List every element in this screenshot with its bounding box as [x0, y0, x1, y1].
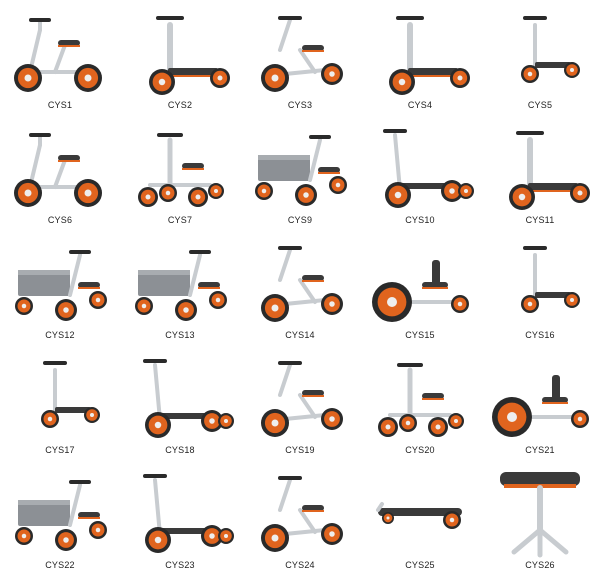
product-image [492, 375, 589, 437]
product-label: CYS22 [45, 560, 75, 570]
product-tile: CYS14 [240, 230, 360, 345]
product-tile: CYS4 [360, 0, 480, 115]
product-tile: CYS2 [120, 0, 240, 115]
product-tile: CYS24 [240, 460, 360, 575]
product-image [138, 133, 224, 207]
product-label: CYS11 [525, 215, 555, 225]
product-image [14, 18, 102, 92]
product-tile: CYS20 [360, 345, 480, 460]
product-image [135, 250, 227, 321]
product-image [15, 250, 107, 321]
product-label: CYS13 [165, 330, 195, 340]
product-label: CYS21 [525, 445, 555, 455]
product-tile: CYS19 [240, 345, 360, 460]
product-image [521, 246, 580, 313]
product-tile: CYS10 [360, 115, 480, 230]
product-label: CYS24 [285, 560, 315, 570]
product-label: CYS15 [405, 330, 435, 340]
product-tile: CYS11 [480, 115, 600, 230]
product-image [15, 480, 107, 551]
product-tile: CYS6 [0, 115, 120, 230]
product-label: CYS1 [47, 100, 73, 110]
product-label: CYS20 [405, 445, 435, 455]
product-label: CYS3 [287, 100, 313, 110]
product-image [261, 16, 343, 92]
product-tile: CYS13 [120, 230, 240, 345]
product-image [261, 246, 343, 322]
product-tile: CYS23 [120, 460, 240, 575]
product-tile: CYS26 [480, 460, 600, 575]
product-image [143, 359, 234, 438]
product-image [521, 16, 580, 83]
product-label: CYS19 [285, 445, 315, 455]
product-label: CYS26 [525, 560, 555, 570]
product-image [143, 474, 234, 553]
product-image [255, 135, 347, 206]
product-image [41, 361, 100, 428]
product-label: CYS7 [167, 215, 193, 225]
product-tile: CYS7 [120, 115, 240, 230]
product-tile: CYS22 [0, 460, 120, 575]
product-tile: CYS15 [360, 230, 480, 345]
product-label: CYS10 [405, 215, 435, 225]
product-image [389, 16, 470, 95]
product-tile: CYS12 [0, 230, 120, 345]
product-label: CYS18 [165, 445, 195, 455]
product-label: CYS23 [165, 560, 195, 570]
product-label: CYS12 [45, 330, 75, 340]
product-label: CYS17 [45, 445, 75, 455]
product-tile: CYS18 [120, 345, 240, 460]
product-image [509, 131, 590, 210]
product-label: CYS25 [405, 560, 435, 570]
product-image [378, 363, 464, 437]
product-tile: CYS5 [480, 0, 600, 115]
product-label: CYS16 [525, 330, 555, 340]
product-tile: CYS17 [0, 345, 120, 460]
product-label: CYS14 [285, 330, 315, 340]
product-image [149, 16, 230, 95]
product-label: CYS9 [287, 215, 313, 225]
product-image [383, 129, 474, 208]
product-tile: CYS1 [0, 0, 120, 115]
product-tile: CYS16 [480, 230, 600, 345]
product-label: CYS5 [527, 100, 553, 110]
product-image [372, 260, 469, 322]
product-tile: CYS25 [360, 460, 480, 575]
product-label: CYS6 [47, 215, 73, 225]
product-image [500, 472, 580, 558]
product-image [261, 361, 343, 437]
product-label: CYS4 [407, 100, 433, 110]
product-tile: CYS9 [240, 115, 360, 230]
product-image [376, 502, 462, 529]
product-image [261, 476, 343, 552]
product-label: CYS2 [167, 100, 193, 110]
product-tile: CYS21 [480, 345, 600, 460]
product-tile: CYS3 [240, 0, 360, 115]
product-image [14, 133, 102, 207]
